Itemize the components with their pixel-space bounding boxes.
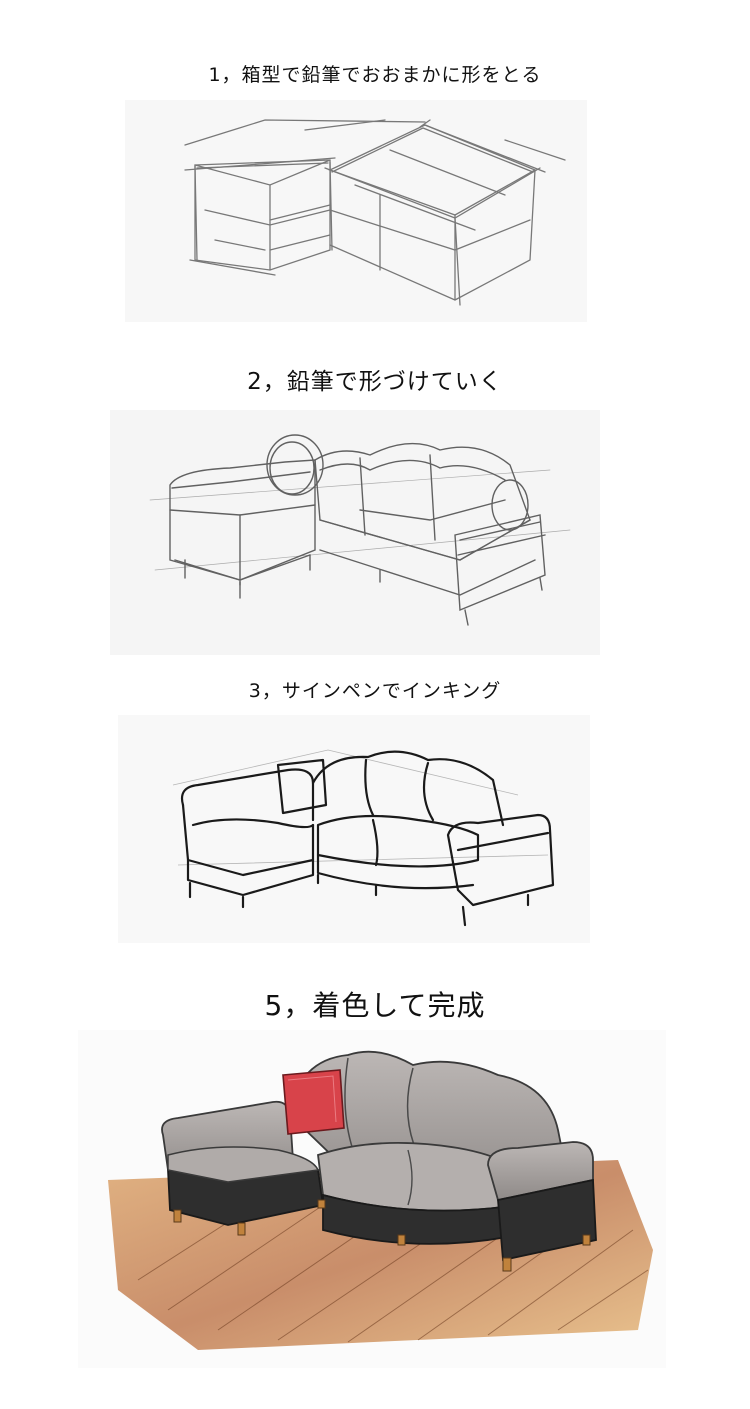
box-sketch-illustration <box>125 100 587 322</box>
colored-sofa-drawing <box>108 1050 653 1350</box>
box-sketch-drawing <box>184 119 566 306</box>
inking-illustration <box>118 715 590 943</box>
pencil-shaping-illustration <box>110 410 600 655</box>
colored-sofa-illustration <box>78 1030 666 1368</box>
pencil-shaping-drawing <box>149 434 571 626</box>
red-cushion-shape <box>282 1069 345 1135</box>
step-3-title: 3，サインペンでインキング <box>248 680 502 702</box>
step-5-title: 5，着色して完成 <box>264 989 486 1022</box>
inked-sofa-drawing <box>172 749 555 927</box>
step-1-title: 1，箱型で鉛筆でおおまかに形をとる <box>208 64 542 86</box>
step-2-title: 2，鉛筆で形づけていく <box>247 369 503 395</box>
